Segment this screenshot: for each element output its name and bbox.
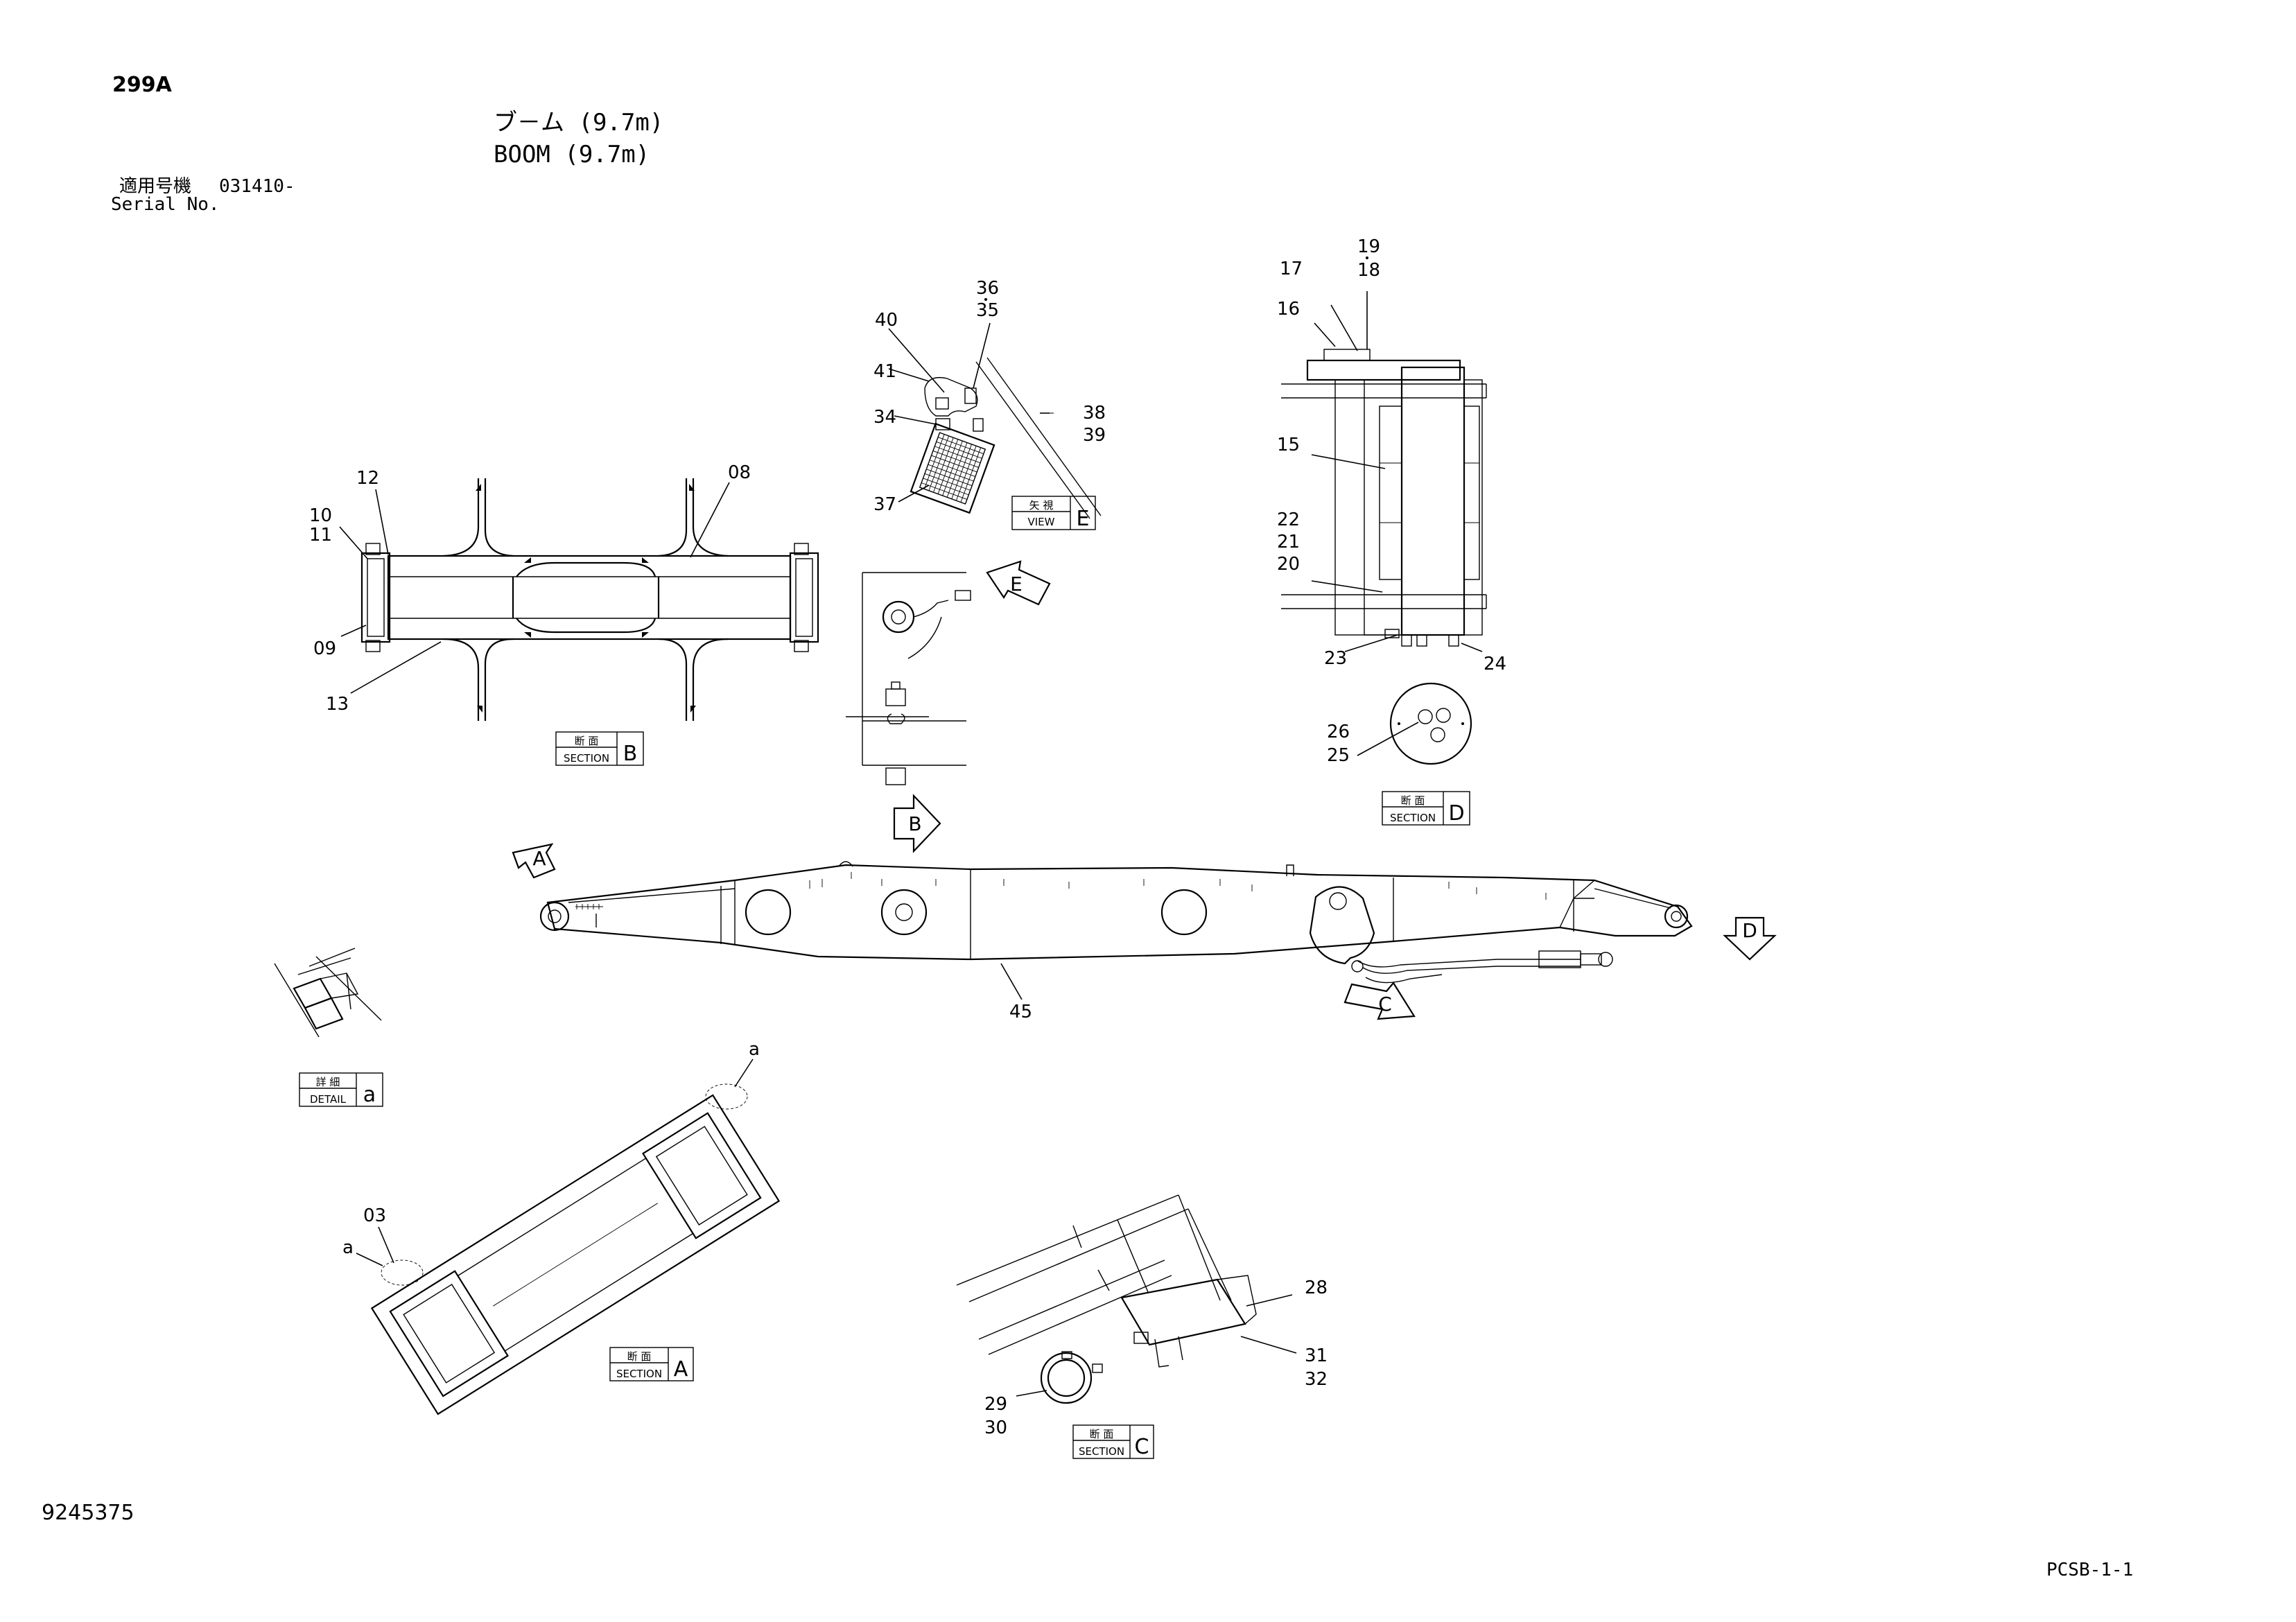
mounting-detail-drawing (846, 572, 971, 785)
section-a-label: 断 面 SECTION A (609, 1347, 694, 1381)
callout-03: 03 (363, 1205, 386, 1226)
detail-a-label: 詳 細 DETAIL a (299, 1072, 383, 1107)
section-d-letter: D (1448, 801, 1464, 826)
callout-17: 17 (1280, 259, 1303, 279)
callout-41: 41 (873, 361, 896, 382)
callout-08: 08 (728, 462, 751, 483)
callout-30: 30 (984, 1418, 1007, 1438)
section-b-drawing (360, 478, 819, 721)
view-arrow-a: A (512, 843, 556, 879)
callout-36: 36 (976, 278, 999, 299)
detail-a-label-jp: 詳 細 (316, 1076, 340, 1088)
view-arrow-b: B (893, 794, 941, 853)
section-d-label-jp: 断 面 (1401, 794, 1425, 807)
page-reference: PCSB-1-1 (2046, 1560, 2134, 1580)
section-c-drawing (956, 1194, 1257, 1404)
callout-28: 28 (1305, 1277, 1328, 1298)
callout-20: 20 (1277, 554, 1300, 575)
section-c-label: 断 面 SECTION C (1072, 1424, 1154, 1459)
callout-24: 24 (1484, 654, 1506, 674)
callout-19: 19 (1357, 236, 1380, 257)
callout-31: 31 (1305, 1345, 1328, 1366)
boom-side-view (539, 861, 1693, 984)
title-japanese: ブ－ム (9.7m) (494, 109, 664, 137)
view-e-label: 矢 視 VIEW E (1011, 496, 1096, 531)
model-code: 299A (112, 73, 172, 97)
section-d-drawing (1389, 682, 1472, 765)
callout-16: 16 (1277, 299, 1300, 320)
callout-32: 32 (1305, 1369, 1328, 1390)
view-e-label-en: VIEW (1028, 516, 1055, 528)
callout-37: 37 (873, 494, 896, 515)
section-b-label: 断 面 SECTION B (555, 731, 644, 766)
callout-13: 13 (326, 694, 349, 715)
detail-a-letter: a (363, 1083, 376, 1107)
callout-39: 39 (1083, 425, 1106, 446)
callout-21: 21 (1277, 532, 1300, 552)
callout-10: 10 (309, 505, 332, 526)
view-arrow-b-letter: B (908, 812, 921, 835)
view-arrow-d: D (1723, 916, 1777, 961)
callout-40: 40 (875, 310, 898, 331)
section-d-label: 断 面 SECTION D (1382, 791, 1470, 826)
view-e-drawing (910, 357, 1102, 519)
callout-15: 15 (1277, 435, 1300, 455)
section-b-label-jp: 断 面 (575, 735, 599, 747)
view-arrow-d-letter: D (1742, 919, 1757, 942)
callout-35: 35 (976, 300, 999, 321)
callout-09: 09 (313, 638, 336, 659)
view-arrow-c-letter: C (1378, 993, 1392, 1015)
callout-25: 25 (1327, 745, 1350, 766)
section-b-letter: B (623, 742, 638, 766)
callout-22: 22 (1277, 509, 1300, 530)
detail-a-label-en: DETAIL (310, 1093, 347, 1106)
view-e-letter: E (1077, 507, 1090, 531)
view-arrow-a-letter: A (532, 847, 546, 870)
serial-label-english: Serial No. (111, 194, 220, 215)
callout-18: 18 (1357, 260, 1380, 281)
callout-45: 45 (1009, 1002, 1032, 1022)
section-c-label-jp: 断 面 (1090, 1428, 1114, 1440)
detail-mark-a-left: a (342, 1237, 354, 1258)
section-d-label-en: SECTION (1390, 812, 1436, 824)
view-arrow-c: C (1343, 982, 1416, 1020)
section-b-label-en: SECTION (564, 752, 609, 765)
section-c-letter: C (1135, 1435, 1149, 1459)
section-a-label-en: SECTION (616, 1368, 662, 1380)
section-a-letter: A (674, 1357, 688, 1381)
view-arrow-e-letter: E (1010, 573, 1023, 595)
section-a-drawing (370, 1083, 781, 1415)
document-number: 9245375 (42, 1501, 134, 1525)
callout-29: 29 (984, 1394, 1007, 1415)
callout-26: 26 (1327, 722, 1350, 742)
callout-11: 11 (309, 525, 332, 546)
detail-a-drawing (274, 948, 382, 1038)
detail-mark-a-top: a (749, 1039, 760, 1060)
view-arrow-e: E (986, 560, 1051, 606)
serial-label-japanese: 適用号機 (119, 176, 192, 197)
serial-value: 031410- (219, 176, 295, 197)
title-english: BOOM (9.7m) (494, 141, 650, 168)
callout-34: 34 (873, 407, 896, 428)
section-c-label-en: SECTION (1079, 1445, 1124, 1458)
view-e-label-jp: 矢 視 (1029, 499, 1054, 512)
pin-assembly-drawing (1281, 349, 1487, 647)
callout-23: 23 (1324, 648, 1347, 669)
section-a-label-jp: 断 面 (627, 1350, 652, 1363)
callout-38: 38 (1083, 403, 1106, 424)
callout-12: 12 (356, 468, 379, 489)
